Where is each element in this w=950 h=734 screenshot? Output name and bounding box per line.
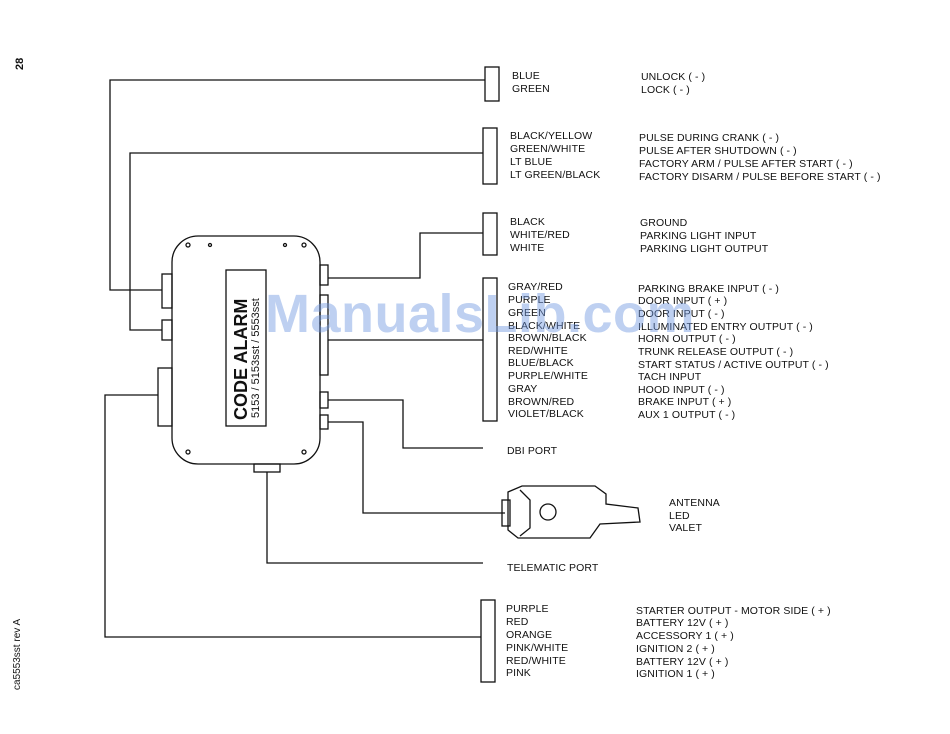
wire-color: PINK [506,667,531,679]
wire-function: BATTERY 12V ( + ) [636,656,729,668]
wire-function: BATTERY 12V ( + ) [636,617,729,629]
wire-function: ACCESSORY 1 ( + ) [636,630,734,642]
wire-function: TRUNK RELEASE OUTPUT ( - ) [638,346,794,358]
connector-block-4 [482,277,498,422]
wire-color: BLACK/WHITE [508,320,581,332]
module-model: 5153 / 5153sst / 5553sst [250,298,262,418]
wire-function: HORN OUTPUT ( - ) [638,333,736,345]
wire-function: DOOR INPUT ( - ) [638,308,725,320]
led-label: LED [669,510,690,522]
wire-color: GREEN [512,83,550,95]
wire-color: BLACK [510,216,545,228]
wire-function: TACH INPUT [638,371,702,383]
wire-color: BLUE [512,70,540,82]
wire-color: RED/WHITE [506,655,566,667]
wire-color: LT GREEN/BLACK [510,169,601,181]
module-plug-left-3 [157,367,173,427]
wire-function: IGNITION 1 ( + ) [636,668,715,680]
module-plug-right-1 [319,264,329,286]
antenna-label: ANTENNA [669,497,720,509]
wire-color: BROWN/BLACK [508,332,587,344]
telematic-port-label: TELEMATIC PORT [507,562,599,574]
wire-function: HOOD INPUT ( - ) [638,384,725,396]
wire-color: WHITE/RED [510,229,570,241]
wire-function: PARKING BRAKE INPUT ( - ) [638,283,779,295]
wire-function: PULSE AFTER SHUTDOWN ( - ) [639,145,797,157]
wire-color: PURPLE [508,294,551,306]
wire-function: IGNITION 2 ( + ) [636,643,715,655]
wire-function: BRAKE INPUT ( + ) [638,396,732,408]
module-plug-right-2 [319,294,329,376]
wire-function: ILLUMINATED ENTRY OUTPUT ( - ) [638,321,813,333]
valet-label: VALET [669,522,702,534]
module-label-plate [225,269,267,427]
connector-block-1 [484,66,500,102]
wire-function: DOOR INPUT ( + ) [638,295,728,307]
wire-function: STARTER OUTPUT - MOTOR SIDE ( + ) [636,605,831,617]
antenna-module-shape [507,485,641,539]
wire-color: ORANGE [506,629,553,641]
wire-color: BROWN/RED [508,396,575,408]
wire-color: WHITE [510,242,545,254]
module-plug-left-1 [161,273,173,309]
led-lens [539,503,557,521]
wire-function: FACTORY DISARM / PULSE BEFORE START ( - … [639,171,881,183]
wire-color: PURPLE/WHITE [508,370,588,382]
wire-function: AUX 1 OUTPUT ( - ) [638,409,736,421]
wire-color: GRAY/RED [508,281,563,293]
wire-function: LOCK ( - ) [641,84,690,96]
module-plug-right-4 [319,414,329,430]
module-plug-left-2 [161,319,173,341]
module-plug-bottom [253,463,281,473]
wire-color: PINK/WHITE [506,642,569,654]
wire-color: RED [506,616,529,628]
wire-function: PARKING LIGHT OUTPUT [640,243,769,255]
wire-color: BLUE/BLACK [508,357,574,369]
wire-function: FACTORY ARM / PULSE AFTER START ( - ) [639,158,853,170]
wire-color: VIOLET/BLACK [508,408,584,420]
dbi-port-label: DBI PORT [507,445,558,457]
wire-color: PURPLE [506,603,549,615]
wire-function: UNLOCK ( - ) [641,71,706,83]
connector-block-2 [482,127,498,185]
wire-color: GREEN/WHITE [510,143,586,155]
wire-color: GRAY [508,383,538,395]
wire-color: BLACK/YELLOW [510,130,593,142]
wire-function: PULSE DURING CRANK ( - ) [639,132,780,144]
wire-color: LT BLUE [510,156,553,168]
connector-block-5 [480,599,496,683]
watermark: ManualsLib.com [265,284,696,344]
wire-function: START STATUS / ACTIVE OUTPUT ( - ) [638,359,829,371]
module-plug-right-3 [319,391,329,409]
wire-color: RED/WHITE [508,345,568,357]
revision-label: ca5553sst rev A [12,618,23,690]
page-number: 28 [14,57,26,70]
connector-block-3 [482,212,498,256]
wire-function: PARKING LIGHT INPUT [640,230,757,242]
wire-color: GREEN [508,307,546,319]
wire-function: GROUND [640,217,688,229]
module-brand: CODE ALARM [231,298,251,420]
